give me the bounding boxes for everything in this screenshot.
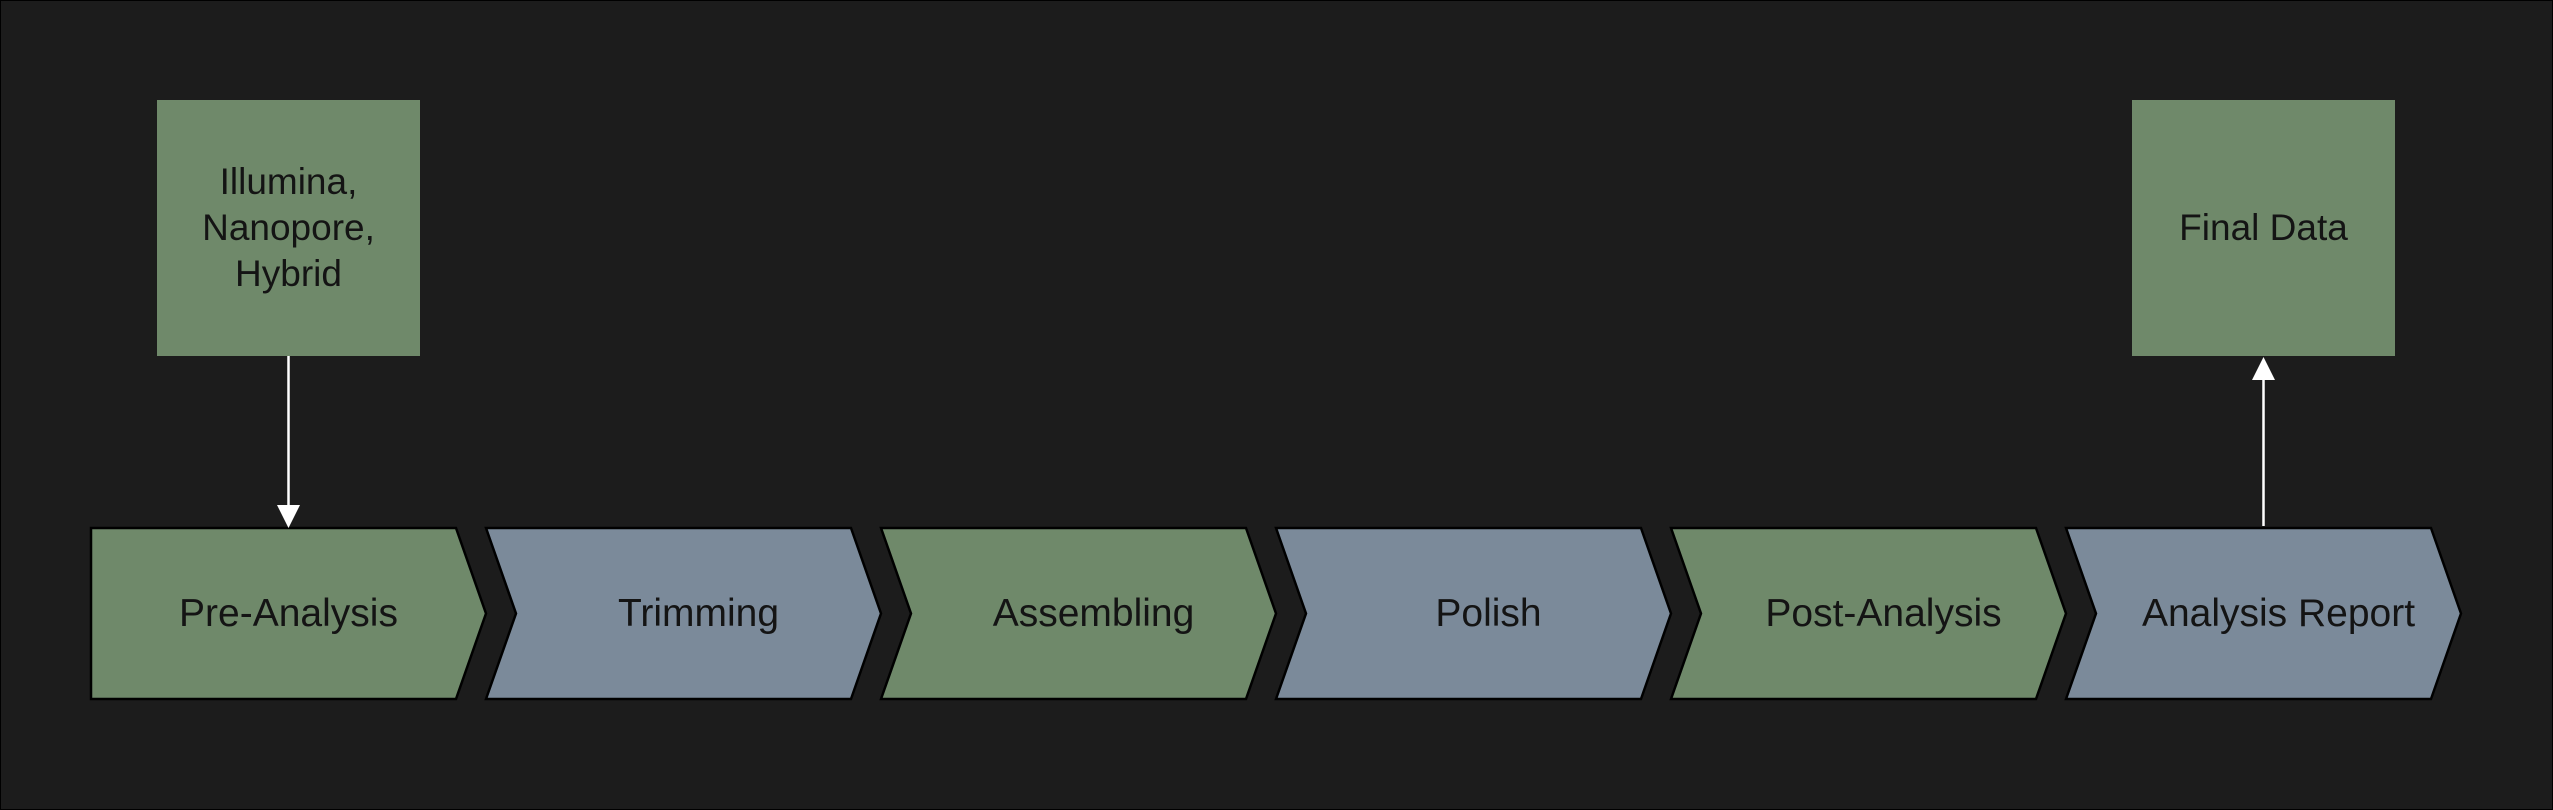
input-box <box>157 100 420 356</box>
step-label-5: Post-Analysis <box>1765 591 2002 635</box>
input-arrow <box>277 356 300 528</box>
step-label-3: Assembling <box>992 591 1195 635</box>
output-box <box>2132 100 2395 356</box>
step-shape-5 <box>1669 526 2068 701</box>
step-shape-3 <box>879 526 1278 701</box>
step-label-2: Trimming <box>617 591 780 635</box>
step-shape-2 <box>484 526 883 701</box>
step-label-4: Polish <box>1435 591 1542 635</box>
output-arrow <box>2252 357 2275 526</box>
step-label-1: Pre-Analysis <box>179 591 398 635</box>
step-shape-6 <box>2064 526 2463 701</box>
step-label-6: Analysis Report <box>2141 591 2416 635</box>
pipeline-steps <box>89 526 2463 701</box>
input-box-label: Illumina, Nanopore, Hybrid <box>157 100 420 356</box>
output-box-label: Final Data <box>2179 207 2348 248</box>
step-shape-1 <box>89 526 488 701</box>
input-line-3: Hybrid <box>235 253 342 294</box>
step-shape-4 <box>1274 526 1673 701</box>
input-line-2: Nanopore, <box>202 207 375 248</box>
input-line-1: Illumina, <box>219 161 358 202</box>
